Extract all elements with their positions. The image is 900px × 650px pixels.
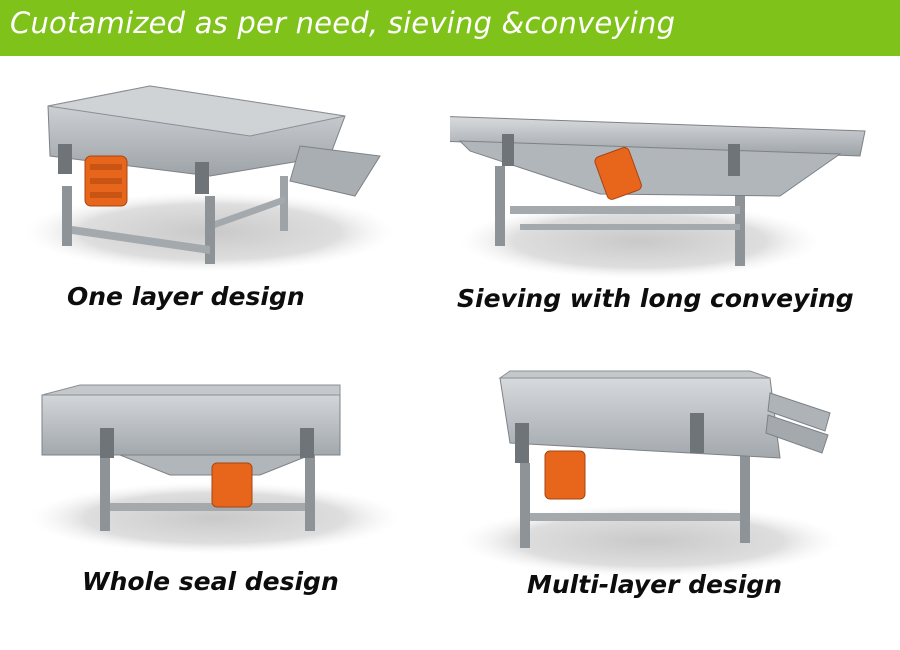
product-card-long-conveying: Sieving with long conveying	[450, 56, 900, 353]
whole-seal-sieve-machine-image	[30, 384, 400, 554]
vibration-motor-icon	[594, 147, 642, 200]
product-card-multi-layer: Multi-layer design	[450, 353, 900, 650]
long-conveying-sieve-machine-image	[450, 116, 866, 279]
vibration-motor-icon	[84, 155, 128, 207]
product-caption-one-layer: One layer design	[67, 282, 305, 311]
multi-layer-sieve-machine-image	[460, 370, 840, 577]
one-layer-sieve-machine-image	[25, 85, 395, 272]
product-caption-whole-seal: Whole seal design	[82, 567, 339, 596]
product-card-whole-seal: Whole seal design	[0, 353, 450, 650]
vibration-motor-icon	[211, 462, 253, 508]
vibration-motor-icon	[544, 450, 586, 500]
header-banner: Cuotamized as per need, sieving &conveyi…	[0, 0, 900, 56]
page-title: Cuotamized as per need, sieving &conveyi…	[10, 6, 676, 40]
product-caption-long-conveying: Sieving with long conveying	[457, 284, 854, 313]
product-card-one-layer: One layer design	[0, 56, 450, 353]
product-caption-multi-layer: Multi-layer design	[527, 570, 783, 599]
